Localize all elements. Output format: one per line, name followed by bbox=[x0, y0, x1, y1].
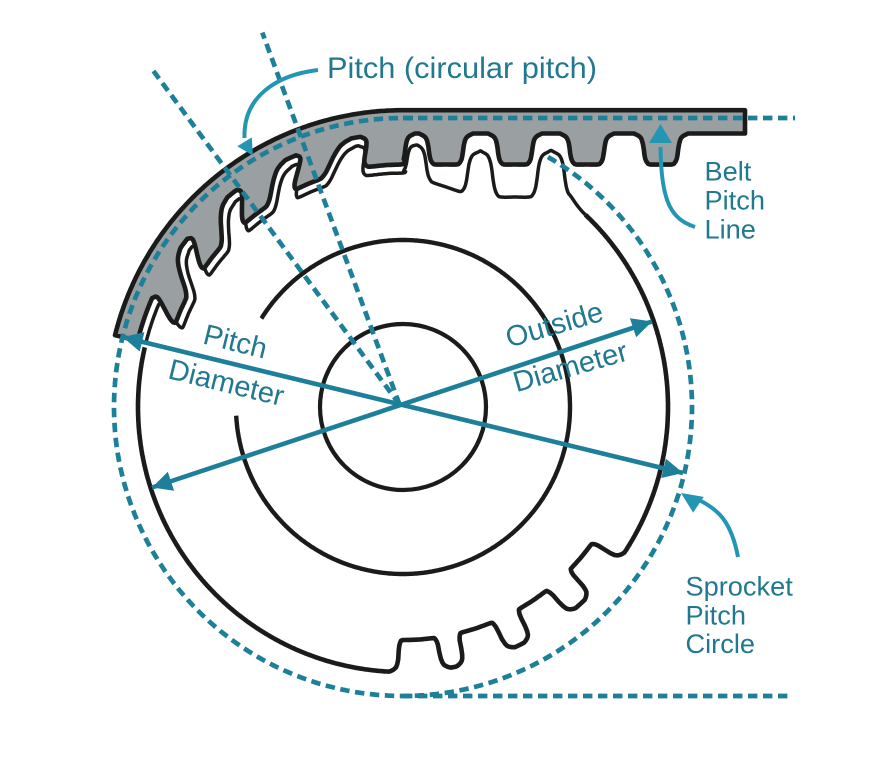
svg-text:Pitch (circular pitch): Pitch (circular pitch) bbox=[327, 52, 597, 85]
svg-text:Line: Line bbox=[705, 214, 756, 245]
svg-text:Pitch: Pitch bbox=[705, 185, 765, 216]
svg-text:Belt: Belt bbox=[705, 156, 752, 187]
svg-text:Circle: Circle bbox=[686, 628, 755, 659]
svg-text:Pitch: Pitch bbox=[686, 600, 746, 631]
svg-text:Sprocket: Sprocket bbox=[686, 571, 794, 602]
